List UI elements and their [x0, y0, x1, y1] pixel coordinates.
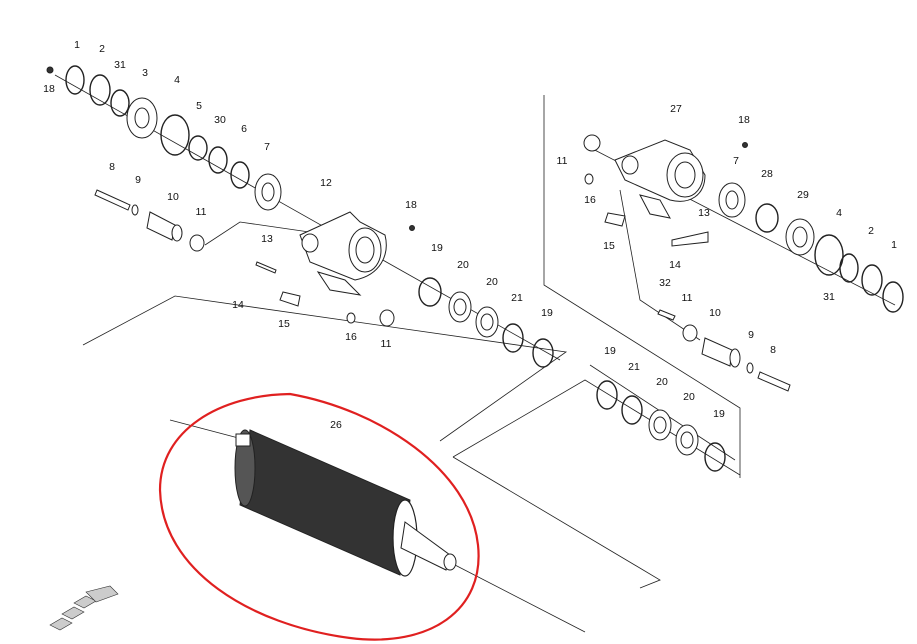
- left-lower-rings: [418, 277, 554, 368]
- part-label-15: 15: [603, 240, 615, 252]
- frame-plate-lower: [452, 456, 661, 589]
- part-label-11: 11: [682, 292, 693, 304]
- part-label-32: 32: [659, 277, 671, 289]
- part-label-13: 13: [261, 233, 273, 245]
- part-label-6: 6: [241, 123, 247, 135]
- part-label-20: 20: [457, 259, 469, 271]
- part-label-11: 11: [381, 338, 392, 350]
- part-label-4: 4: [174, 74, 180, 86]
- axis-line-right: [454, 564, 586, 633]
- part-label-13: 13: [698, 207, 710, 219]
- part-label-19: 19: [541, 307, 553, 319]
- part-label-20: 20: [486, 276, 498, 288]
- part-label-20: 20: [656, 376, 668, 388]
- part-label-18: 18: [738, 114, 750, 126]
- part-label-3: 3: [142, 67, 148, 79]
- part-label-31: 31: [823, 291, 835, 303]
- part-label-10: 10: [167, 191, 179, 203]
- part-label-30: 30: [214, 114, 226, 126]
- right-bearing-stack: [718, 182, 904, 313]
- part-label-12: 12: [320, 177, 332, 189]
- part-label-2: 2: [868, 225, 874, 237]
- part-label-7: 7: [733, 155, 739, 167]
- part-label-28: 28: [761, 168, 773, 180]
- part-label-2: 2: [99, 43, 105, 55]
- part-label-18: 18: [405, 199, 417, 211]
- housing-12: [299, 211, 415, 296]
- part-label-9: 9: [748, 329, 754, 341]
- part-label-29: 29: [797, 189, 809, 201]
- right-lower-parts: [657, 309, 791, 392]
- axis-line-left: [169, 419, 247, 441]
- part-label-21: 21: [628, 361, 640, 373]
- frame-plate-left: [82, 295, 568, 442]
- part-label-10: 10: [709, 307, 721, 319]
- frame-plate-right: [543, 95, 741, 475]
- part-label-16: 16: [584, 194, 596, 206]
- left-bearing-stack: [46, 65, 282, 211]
- right-lower-rings: [596, 380, 726, 472]
- part-label-18: 18: [43, 83, 55, 95]
- direction-arrow-icon: [49, 585, 119, 631]
- part-label-19: 19: [431, 242, 443, 254]
- part-label-16: 16: [345, 331, 357, 343]
- right-housing-27: [583, 134, 748, 247]
- drive-roller-26: [234, 429, 457, 577]
- part-label-1: 1: [891, 239, 897, 251]
- part-label-31: 31: [114, 59, 126, 71]
- part-label-14: 14: [232, 299, 244, 311]
- part-label-8: 8: [109, 161, 115, 173]
- part-label-15: 15: [278, 318, 290, 330]
- leader-right-shaft: [619, 189, 701, 341]
- red-highlight-circle: [158, 392, 480, 641]
- part-label-21: 21: [511, 292, 523, 304]
- left-bolt-parts: [94, 189, 395, 327]
- part-label-19: 19: [604, 345, 616, 357]
- part-label-8: 8: [770, 344, 776, 356]
- part-label-26: 26: [330, 419, 342, 431]
- part-label-7: 7: [264, 141, 270, 153]
- part-label-4: 4: [836, 207, 842, 219]
- part-label-9: 9: [135, 174, 141, 186]
- part-label-19: 19: [713, 408, 725, 420]
- part-label-27: 27: [670, 103, 682, 115]
- part-label-14: 14: [669, 259, 681, 271]
- part-label-11: 11: [196, 206, 207, 218]
- part-label-20: 20: [683, 391, 695, 403]
- leader-10-11-left: [204, 221, 331, 246]
- part-label-1: 1: [74, 39, 80, 51]
- part-label-11: 11: [557, 155, 568, 167]
- part-label-5: 5: [196, 100, 202, 112]
